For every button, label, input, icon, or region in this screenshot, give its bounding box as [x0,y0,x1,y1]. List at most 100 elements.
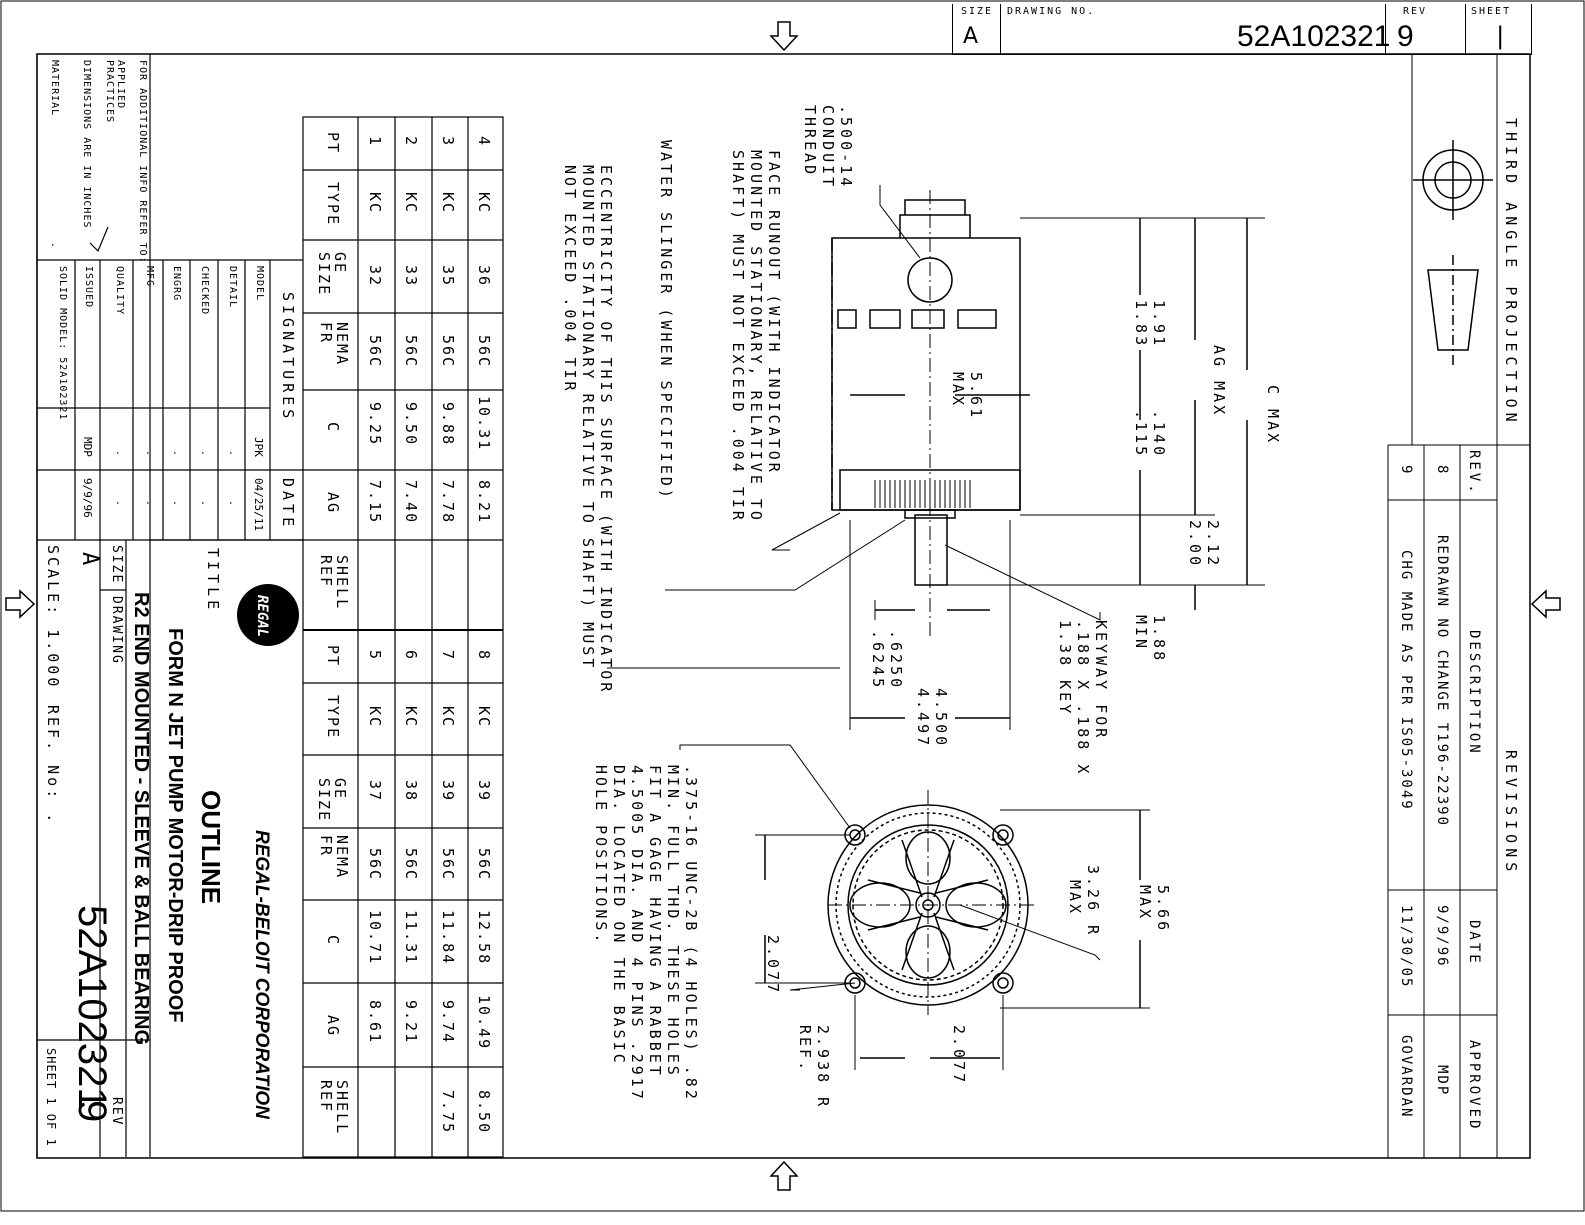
date-col-header: DATE [1466,920,1482,966]
row8-nema: 56C [475,848,493,882]
row4-ag: 8.21 [475,480,493,525]
hdr-pt-right: PT [324,645,342,668]
dim-3-26-max: MAX [1066,880,1084,917]
desc-col-header: DESCRIPTION [1466,630,1482,756]
row4-nema: 56C [475,335,493,369]
water-slinger-note: WATER SLINGER (WHEN SPECIFIED) [657,140,675,501]
row3-type: KC [439,192,457,215]
projection-label: THIRD ANGLE PROJECTION [1502,118,1520,427]
sig-issued-date: 9/9/96 [81,478,94,518]
tb-scale: SCALE: 1.000 [44,545,62,690]
sig-detail-date: . [227,500,238,507]
applied-practices-label: APPLIED PRACTICES [104,60,126,124]
conduit-note: .500-14 CONDUIT THREAD [801,105,855,190]
dim-3-26-r: 3.26 R [1084,865,1102,938]
dim-6245: .6245 [869,630,887,691]
row2-nema: 56C [402,335,420,369]
row7-ge: 39 [439,780,457,803]
row2-ge: 33 [402,265,420,288]
hdr-type-left: TYPE [324,182,342,227]
size-value: A [963,24,979,49]
row4-ge: 36 [475,265,493,288]
row7-nema: 56C [439,848,457,882]
sig-detail-name: . [227,450,238,457]
sig-quality-role: QUALITY [114,266,125,316]
row3-nema: 56C [439,335,457,369]
row1-ag: 7.15 [366,480,384,525]
dim-115: .115 [1132,410,1150,459]
row6-type: KC [402,706,420,729]
hdr-shell-right: SHELL REF [317,1080,351,1136]
sig-engrg-name: . [171,450,182,457]
row3-pt: 3 [439,136,457,148]
dim-5-61-max: MAX [949,372,967,409]
sheet-label: SHEET [1471,6,1512,17]
size-label: SIZE [961,6,994,17]
drawing-no-label: DRAWING NO. [1007,6,1096,17]
sig-mfg-date: . [144,500,155,507]
row8-ag: 10.49 [475,995,493,1051]
row3-ag: 7.78 [439,480,457,525]
row6-c: 11.31 [402,910,420,966]
company-name: REGAL-BELOIT CORPORATION [251,830,272,1119]
motor-end-view [679,744,1150,1070]
title-label: TITLE [204,548,222,614]
row1-nema: 56C [366,335,384,369]
hdr-c-right: C [324,935,342,947]
rev9-approved: GOVARDAN [1398,1035,1414,1119]
sig-checked-date: . [199,500,210,507]
sig-checked-role: CHECKED [199,266,210,316]
rev8-approved: MDP [1434,1065,1450,1097]
dim-2-00: 2.00 [1186,520,1204,569]
sig-issued-role: ISSUED [83,266,94,309]
centering-arrow-right [1530,589,1561,619]
sig-mfg-name: . [144,450,155,457]
sig-model-role: MODEL [254,266,265,302]
row6-nema: 56C [402,848,420,882]
keyway-note: KEYWAY FOR .188 X .188 X 1.38 KEY [1056,620,1110,777]
tb-drawing-number: 52A102321 [70,905,114,1110]
svg-text:REGAL: REGAL [254,595,270,637]
hdr-pt-left: PT [324,132,342,155]
row4-type: KC [475,192,493,215]
rev-col-header: REV. [1466,450,1482,496]
material-label: MATERIAL [49,60,60,117]
projection-symbol [1413,140,1493,365]
dimensions-label: DIMENSIONS ARE IN INCHES [81,60,92,229]
sig-mfg-role: MFG [144,266,155,288]
hdr-nema-right: NEMA FR [317,835,351,880]
dim-4-500: 4.500 [932,688,950,749]
sig-quality-name: . [114,450,125,457]
title-line3: R2 END MOUNTED - SLEEVE & BALL BEARING [130,592,152,1045]
tb-drawing-label: DRAWING [109,596,124,665]
motor-side-view [607,185,1265,730]
rev9-number: 9 [1398,465,1414,474]
row7-pt: 7 [439,650,457,662]
sig-quality-date: . [114,500,125,507]
face-runout-note: FACE RUNOUT (WITH INDICATOR MOUNTED STAT… [729,150,783,523]
checkmark-icon [89,226,109,253]
rev8-number: 8 [1434,465,1450,474]
row2-ag: 7.40 [402,480,420,525]
row5-pt: 5 [366,650,384,662]
row5-ge: 37 [366,780,384,803]
row2-pt: 2 [402,136,420,148]
sig-detail-role: DETAIL [227,266,238,309]
drawing-number: 52A102321 [1237,20,1391,53]
dim-1-91: 1.91 [1150,300,1168,349]
tb-ref-no: REF. No: . [44,705,62,826]
row5-nema: 56C [366,848,384,882]
rev9-description: CHG MADE AS PER IS05-3049 [1398,550,1414,811]
row8-shell: 8.50 [475,1090,493,1135]
row3-ge: 35 [439,265,457,288]
row1-type: KC [366,192,384,215]
sig-model-date: 04/25/11 [252,478,265,531]
row2-type: KC [402,192,420,215]
dim-5-61: 5.61 [967,372,985,421]
hdr-ag-left: AG [324,492,342,515]
rev-label: REV [1403,6,1428,17]
dim-2-077-left: 2.077 [764,935,782,996]
dim-c-max: C MAX [1264,385,1282,446]
